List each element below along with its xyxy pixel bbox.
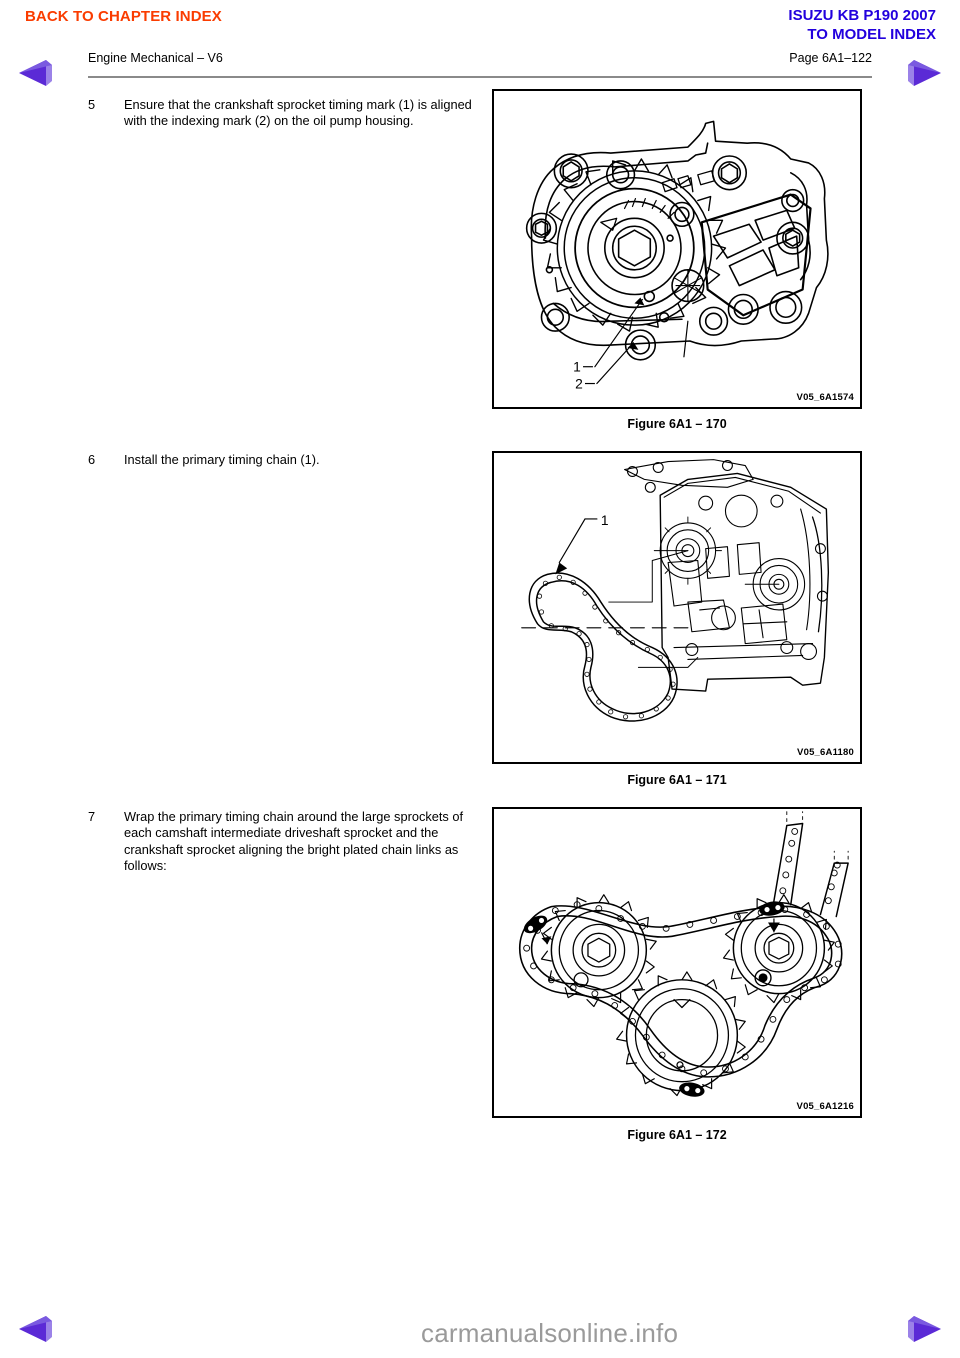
page-header-rule: Engine Mechanical – V6 Page 6A1–122 (88, 50, 872, 78)
figure-image-box: V05_6A1216 (492, 807, 862, 1118)
figure-caption: Figure 6A1 – 170 (627, 417, 727, 431)
site-watermark: carmanualsonline.info (421, 1318, 679, 1348)
figure-code: V05_6A1216 (796, 1101, 854, 1112)
chapter-title: Engine Mechanical – V6 (88, 51, 223, 65)
figure-caption: Figure 6A1 – 172 (627, 1128, 727, 1142)
svg-text:2: 2 (575, 375, 583, 391)
model-index-link-group[interactable]: ISUZU KB P190 2007 TO MODEL INDEX (788, 6, 936, 44)
model-title: ISUZU KB P190 2007 (788, 7, 936, 24)
figure-2-drawing: 1 (494, 453, 860, 762)
next-page-arrow-icon[interactable] (902, 1312, 944, 1346)
step-item: 7 Wrap the primary timing chain around t… (88, 809, 488, 875)
figure-code: V05_6A1574 (796, 392, 854, 403)
back-to-chapter-index-link[interactable]: BACK TO CHAPTER INDEX (25, 8, 222, 25)
step-text: Install the primary timing chain (1). (124, 452, 320, 467)
figure-image-box: 1 V05_6A1180 (492, 451, 862, 764)
step-item: 6 Install the primary timing chain (1). (88, 452, 488, 468)
svg-text:1: 1 (573, 359, 581, 375)
figure-1-drawing: 1 2 (494, 91, 860, 407)
figure-code: V05_6A1180 (797, 747, 854, 758)
previous-page-arrow-icon[interactable] (16, 56, 58, 90)
step-item: 5 Ensure that the crankshaft sprocket ti… (88, 97, 488, 130)
figure-3-drawing (494, 809, 860, 1116)
figure-caption: Figure 6A1 – 171 (627, 773, 727, 787)
svg-text:1: 1 (601, 512, 609, 528)
figure-image-box: 1 2 V05_6A1574 (492, 89, 862, 409)
to-model-index-link[interactable]: TO MODEL INDEX (807, 26, 936, 43)
next-page-arrow-icon[interactable] (902, 56, 944, 90)
step-number: 5 (88, 97, 96, 112)
step-number: 6 (88, 452, 96, 467)
step-text: Ensure that the crankshaft sprocket timi… (124, 97, 472, 129)
previous-page-arrow-icon[interactable] (16, 1312, 58, 1346)
page-number: Page 6A1–122 (789, 51, 872, 65)
step-text: Wrap the primary timing chain around the… (124, 809, 464, 874)
step-number: 7 (88, 809, 96, 824)
